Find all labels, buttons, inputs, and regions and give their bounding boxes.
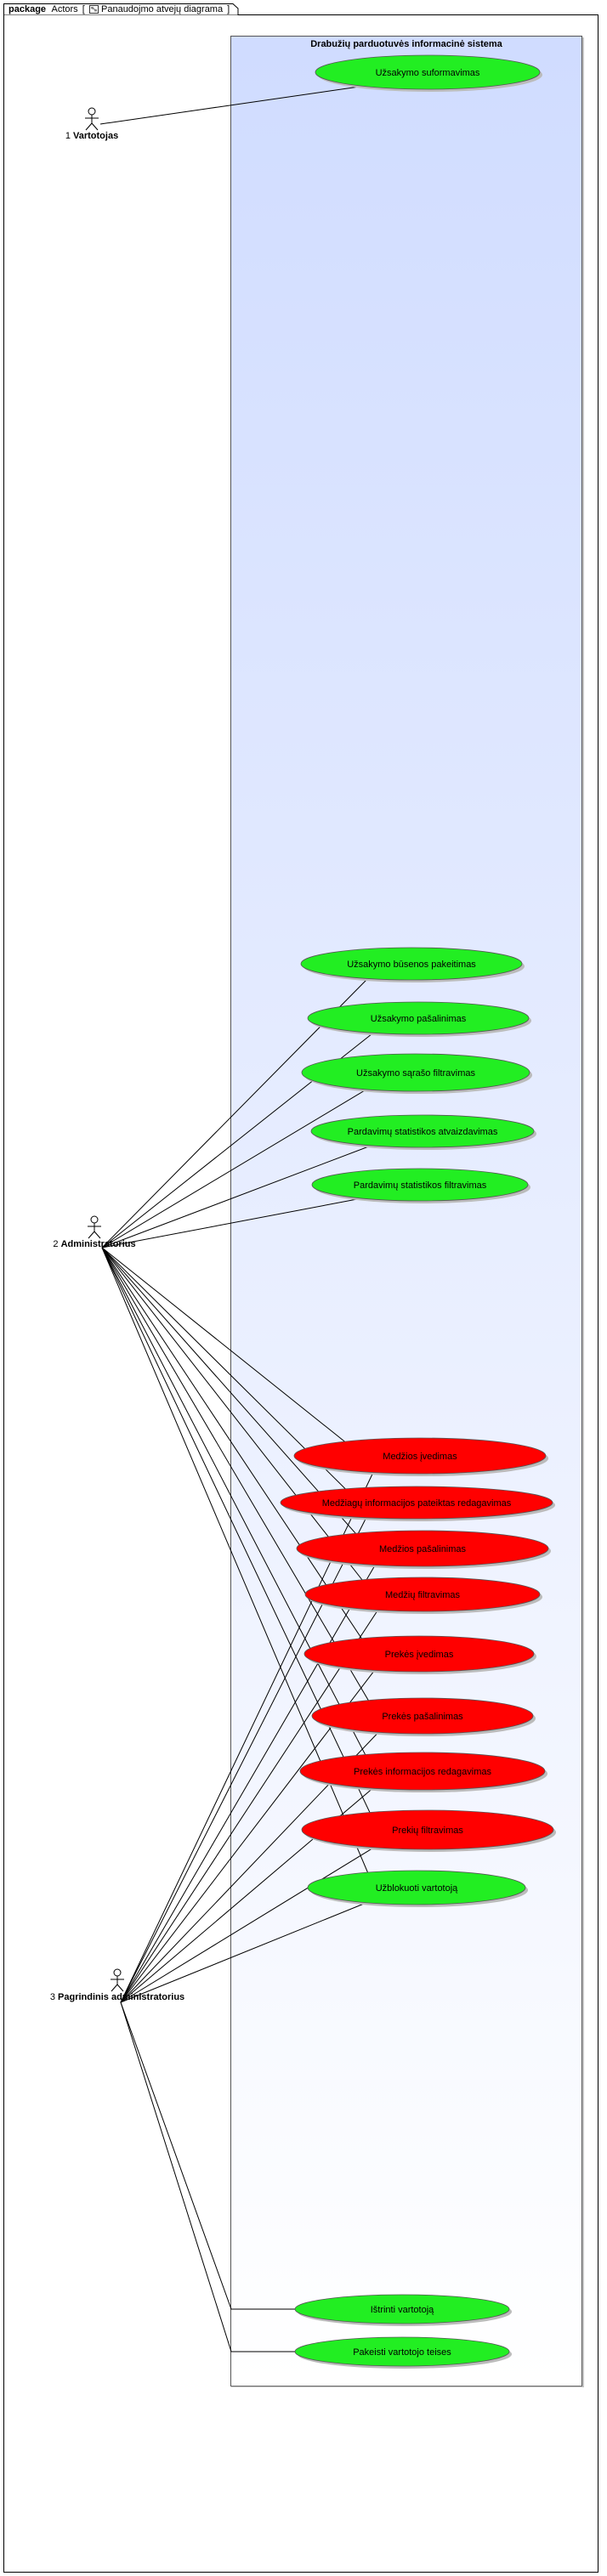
use-case-ellipse [311, 1168, 529, 1202]
use-case-uc-blokuoti[interactable]: Užblokuoti vartotoją [307, 1870, 528, 1907]
actor-label: 2 Administratorius [53, 1239, 135, 1249]
system-title: Drabužių parduotuvės informacinė sistema [310, 39, 502, 49]
use-case-ellipse [296, 1530, 549, 1567]
bracket-open: [ [82, 4, 85, 14]
use-case-label: Pakeisti vartotojo teises [353, 2347, 451, 2358]
actor-number: 3 [50, 1992, 58, 2002]
use-case-label: Prekės pašalinimas [382, 1712, 463, 1722]
association-line [101, 1247, 379, 1899]
association-line [101, 1083, 377, 1248]
use-case-uc-med-pas[interactable]: Medžios pašalinimas [296, 1530, 551, 1569]
actor-name: Pagrindinis administratorius [58, 1992, 184, 2002]
use-case-label: Medžios įvedimas [383, 1452, 457, 1462]
use-case-ellipse [304, 1577, 541, 1612]
use-case-label: Medžių filtravimas [385, 1590, 461, 1600]
use-case-uc-busena[interactable]: Užsakymo būsenos pakeitimas [300, 947, 525, 982]
use-case-ellipse [280, 1486, 553, 1520]
use-case-uc-med-ived[interactable]: Medžios įvedimas [293, 1437, 548, 1476]
association-line [120, 2001, 295, 2352]
stick-figure-icon [111, 1968, 124, 1992]
use-case-uc-stat-filtr[interactable]: Pardavimų statistikos filtravimas [311, 1168, 530, 1203]
use-case-label: Užsakymo sąrašo filtravimas [356, 1068, 475, 1079]
actor-pagrindinis[interactable]: 3 Pagrindinis administratorius [50, 1968, 184, 2002]
use-case-ellipse [294, 2294, 510, 2324]
actor-name: Administratorius [61, 1239, 136, 1249]
use-case-ellipse [301, 1809, 554, 1850]
use-case-label: Pardavimų statistikos filtravimas [354, 1180, 487, 1191]
association-line [99, 82, 389, 125]
stick-figure-icon [85, 107, 99, 131]
use-case-ellipse [304, 1635, 535, 1673]
actor-label: 1 Vartotojas [65, 131, 118, 141]
association-line [120, 1841, 384, 2003]
use-case-label: Pardavimų statistikos atvaizdavimas [348, 1127, 498, 1137]
stick-figure-icon [88, 1215, 101, 1239]
association-line [120, 1897, 379, 2003]
system-boundary [230, 36, 582, 2386]
association-line [120, 1559, 379, 2003]
package-tab-label: package Actors [ [9, 4, 85, 14]
use-case-label: Užsakymo būsenos pakeitimas [347, 960, 476, 970]
use-case-label: Užsakymo suformavimas [376, 68, 480, 78]
association-line [120, 2001, 295, 2310]
package-keyword: package [9, 4, 46, 14]
diagram-title: Panaudojmo atvejų diagrama [101, 4, 224, 14]
actor-vartotojas[interactable]: 1 Vartotojas [65, 107, 118, 141]
diagram-title-label: Panaudojmo atvejų diagrama ] [101, 4, 230, 14]
actor-number: 2 [53, 1239, 60, 1249]
use-case-uc-prek-red[interactable]: Prekės informacijos redagavimas [299, 1752, 547, 1792]
use-case-uc-stat-atv[interactable]: Pardavimų statistikos atvaizdavimas [310, 1114, 536, 1150]
diagram-icon [89, 5, 99, 14]
use-case-label: Medžiagų informacijos pateiktas redagavi… [322, 1498, 512, 1509]
use-case-uc-prek-ived[interactable]: Prekės įvedimas [304, 1635, 536, 1674]
actor-number: 1 [65, 131, 73, 141]
use-case-uc-formavimas[interactable]: Užsakymo suformavimas [315, 54, 542, 92]
use-case-ellipse [293, 1437, 547, 1475]
use-case-label: Prekių filtravimas [392, 1826, 463, 1836]
association-line [101, 1140, 384, 1248]
use-case-uc-sarasas[interactable]: Užsakymo sąrašo filtravimas [301, 1053, 532, 1094]
package-name: Actors [51, 4, 78, 14]
use-case-uc-med-red[interactable]: Medžiagų informacijos pateiktas redagavi… [280, 1486, 555, 1521]
actor-label: 3 Pagrindinis administratorius [50, 1992, 184, 2002]
use-case-uc-pasalinimas[interactable]: Užsakymo pašalinimas [307, 1001, 531, 1037]
use-case-ellipse [300, 947, 523, 981]
use-case-label: Ištrinti vartotoją [371, 2305, 434, 2315]
use-case-ellipse [315, 54, 541, 90]
use-case-label: Medžios pašalinimas [379, 1544, 467, 1554]
use-case-ellipse [307, 1001, 530, 1035]
use-case-ellipse [310, 1114, 535, 1148]
use-case-uc-med-filtr[interactable]: Medžių filtravimas [304, 1577, 542, 1614]
actor-name: Vartotojas [73, 131, 118, 141]
use-case-label: Prekės informacijos redagavimas [354, 1767, 492, 1777]
association-line [101, 1247, 384, 1843]
association-line [101, 1247, 377, 1467]
use-case-ellipse [301, 1053, 530, 1092]
package-tab [3, 3, 239, 15]
use-case-ellipse [307, 1870, 526, 1905]
bracket-close: ] [227, 4, 230, 14]
association-line [101, 1193, 383, 1248]
use-case-uc-prek-pas[interactable]: Prekės pašalinimas [311, 1697, 536, 1736]
use-case-label: Užsakymo pašalinimas [371, 1014, 467, 1024]
use-case-uc-teises[interactable]: Pakeisti vartotojo teises [294, 2336, 512, 2369]
use-case-uc-prek-filtr[interactable]: Prekių filtravimas [301, 1809, 556, 1852]
use-case-ellipse [294, 2336, 510, 2367]
actor-administratorius[interactable]: 2 Administratorius [53, 1215, 136, 1249]
association-line [120, 1604, 383, 2003]
use-case-label: Prekės įvedimas [385, 1650, 454, 1660]
use-case-uc-istrinti[interactable]: Ištrinti vartotoją [294, 2294, 512, 2326]
association-line [101, 1247, 381, 1783]
use-case-label: Užblokuoti vartotoją [376, 1883, 458, 1894]
use-case-ellipse [311, 1697, 534, 1735]
actors: 1 Vartotojas 2 Administratorius 3 Pagrindi… [50, 107, 184, 2002]
use-case-ellipse [299, 1752, 546, 1791]
